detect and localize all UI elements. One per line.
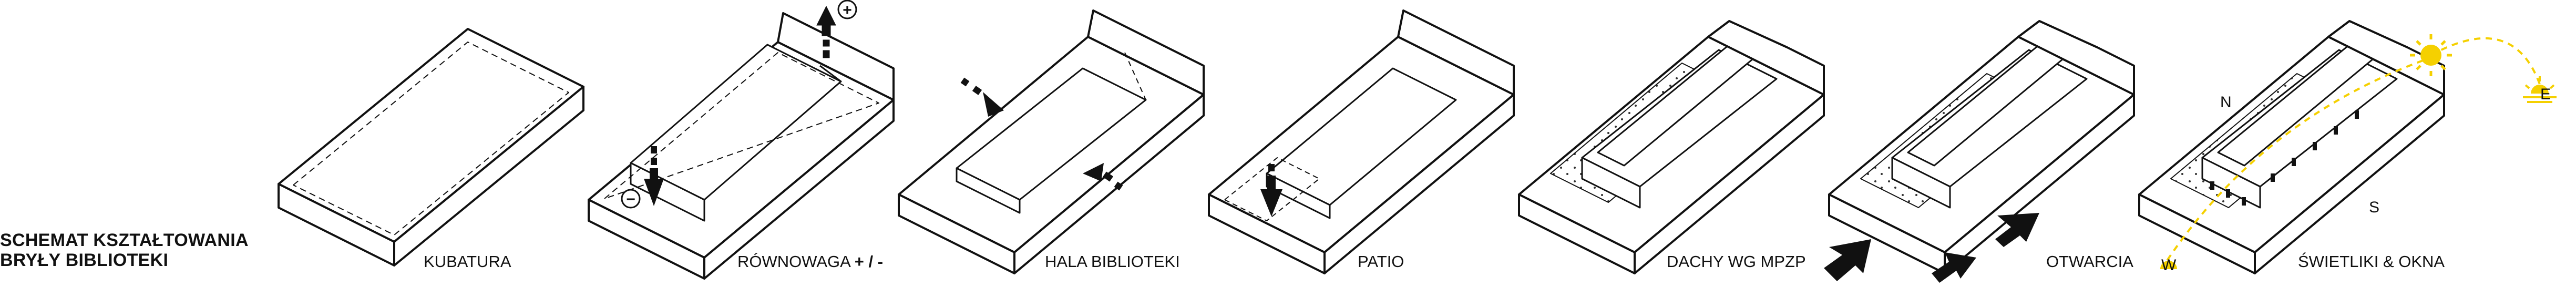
step-dachy-model	[1518, 20, 1825, 274]
sun-icon	[2410, 34, 2452, 76]
diagram-title: SCHEMAT KSZTAŁTOWANIA BRYŁY BIBLIOTEKI	[0, 230, 249, 270]
compass-east: E	[2540, 86, 2551, 103]
title-line-1: SCHEMAT KSZTAŁTOWANIA	[0, 230, 249, 250]
step-swietliki-model	[2138, 20, 2445, 274]
step-kubatura-model	[278, 28, 584, 266]
caption-otwarcia: OTWARCIA	[2046, 252, 2133, 271]
compass-north: N	[2220, 94, 2232, 111]
patio-arrow-down-icon	[1260, 164, 1282, 217]
step-patio-model	[1208, 9, 1515, 274]
plus-symbol: +	[843, 2, 852, 19]
caption-dachy: DACHY WG MPZP	[1667, 252, 1806, 271]
push-arrow-left-icon	[960, 77, 1004, 117]
window-openings	[2210, 110, 2359, 206]
step-otwarcia-model	[1828, 20, 2135, 274]
sunrise-east-icon	[2523, 76, 2557, 103]
caption-rownowaga: RÓWNOWAGA + / -	[737, 252, 883, 271]
minus-symbol: −	[626, 191, 635, 208]
minus-arrow-icon	[644, 146, 664, 206]
caption-rownowaga-label: RÓWNOWAGA	[737, 252, 850, 271]
opening-arrows-icon	[1824, 213, 2039, 283]
caption-patio: PATIO	[1358, 252, 1404, 271]
plus-arrow-icon	[816, 5, 836, 58]
compass-west: W	[2161, 257, 2177, 274]
step-hala-biblioteki-model	[898, 9, 1205, 274]
compass-south: S	[2369, 199, 2380, 216]
caption-kubatura: KUBATURA	[424, 252, 511, 271]
plus-badge-icon	[837, 0, 857, 19]
sunset-west-icon	[2160, 261, 2177, 269]
caption-rownowaga-suffix: + / -	[854, 252, 884, 271]
title-line-2: BRYŁY BIBLIOTEKI	[0, 250, 169, 270]
caption-swietliki: ŚWIETLIKI & OKNA	[2298, 252, 2445, 271]
sun-path	[2164, 37, 2541, 264]
caption-hala-biblioteki: HALA BIBLIOTEKI	[1045, 252, 1180, 271]
minus-badge-icon	[621, 189, 641, 209]
step-rownowaga-model	[588, 12, 895, 280]
push-arrow-right-icon	[1083, 163, 1123, 191]
